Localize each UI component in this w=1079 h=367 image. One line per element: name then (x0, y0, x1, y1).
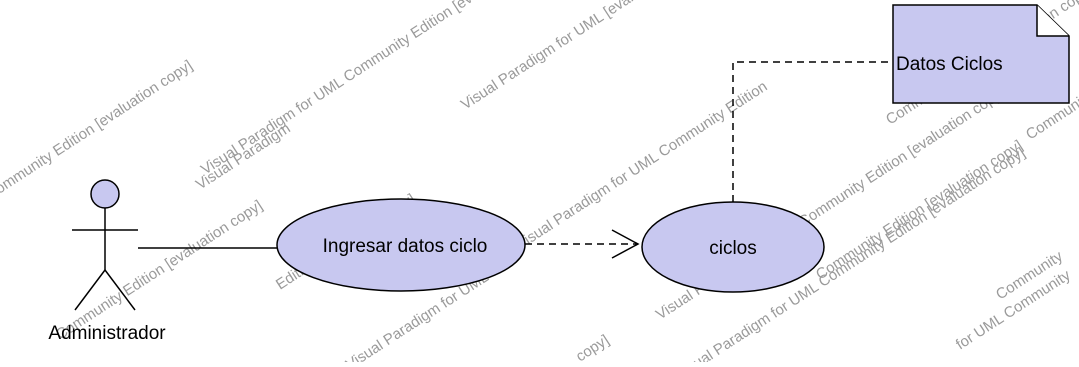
actor-head (90, 179, 120, 209)
watermark-text: Visual Paradigm for UML [evaluation copy… (458, 0, 704, 113)
use-case-label: ciclos (709, 238, 757, 259)
use-case-label: Ingresar datos ciclo (323, 236, 488, 257)
use-case-ciclos[interactable]: ciclos (641, 201, 825, 293)
actor-figure[interactable] (72, 179, 138, 311)
note-label: Datos Ciclos (896, 54, 1003, 75)
note-datos-ciclos[interactable]: Datos Ciclos (892, 4, 1070, 104)
watermark-text: copy] (573, 332, 612, 362)
note-connector[interactable] (732, 61, 892, 202)
dependency-arrow[interactable] (525, 229, 640, 259)
use-case-ingresar-datos-ciclo[interactable]: Ingresar datos ciclo (276, 198, 526, 292)
watermark-text: Community Edition [evaluation copy] (813, 137, 1026, 283)
note-body (892, 4, 1070, 104)
watermark-text: Community Edition [evaluation copy] (53, 197, 266, 343)
note-fold (1036, 5, 1069, 37)
actor-label: Administrador (48, 323, 166, 344)
